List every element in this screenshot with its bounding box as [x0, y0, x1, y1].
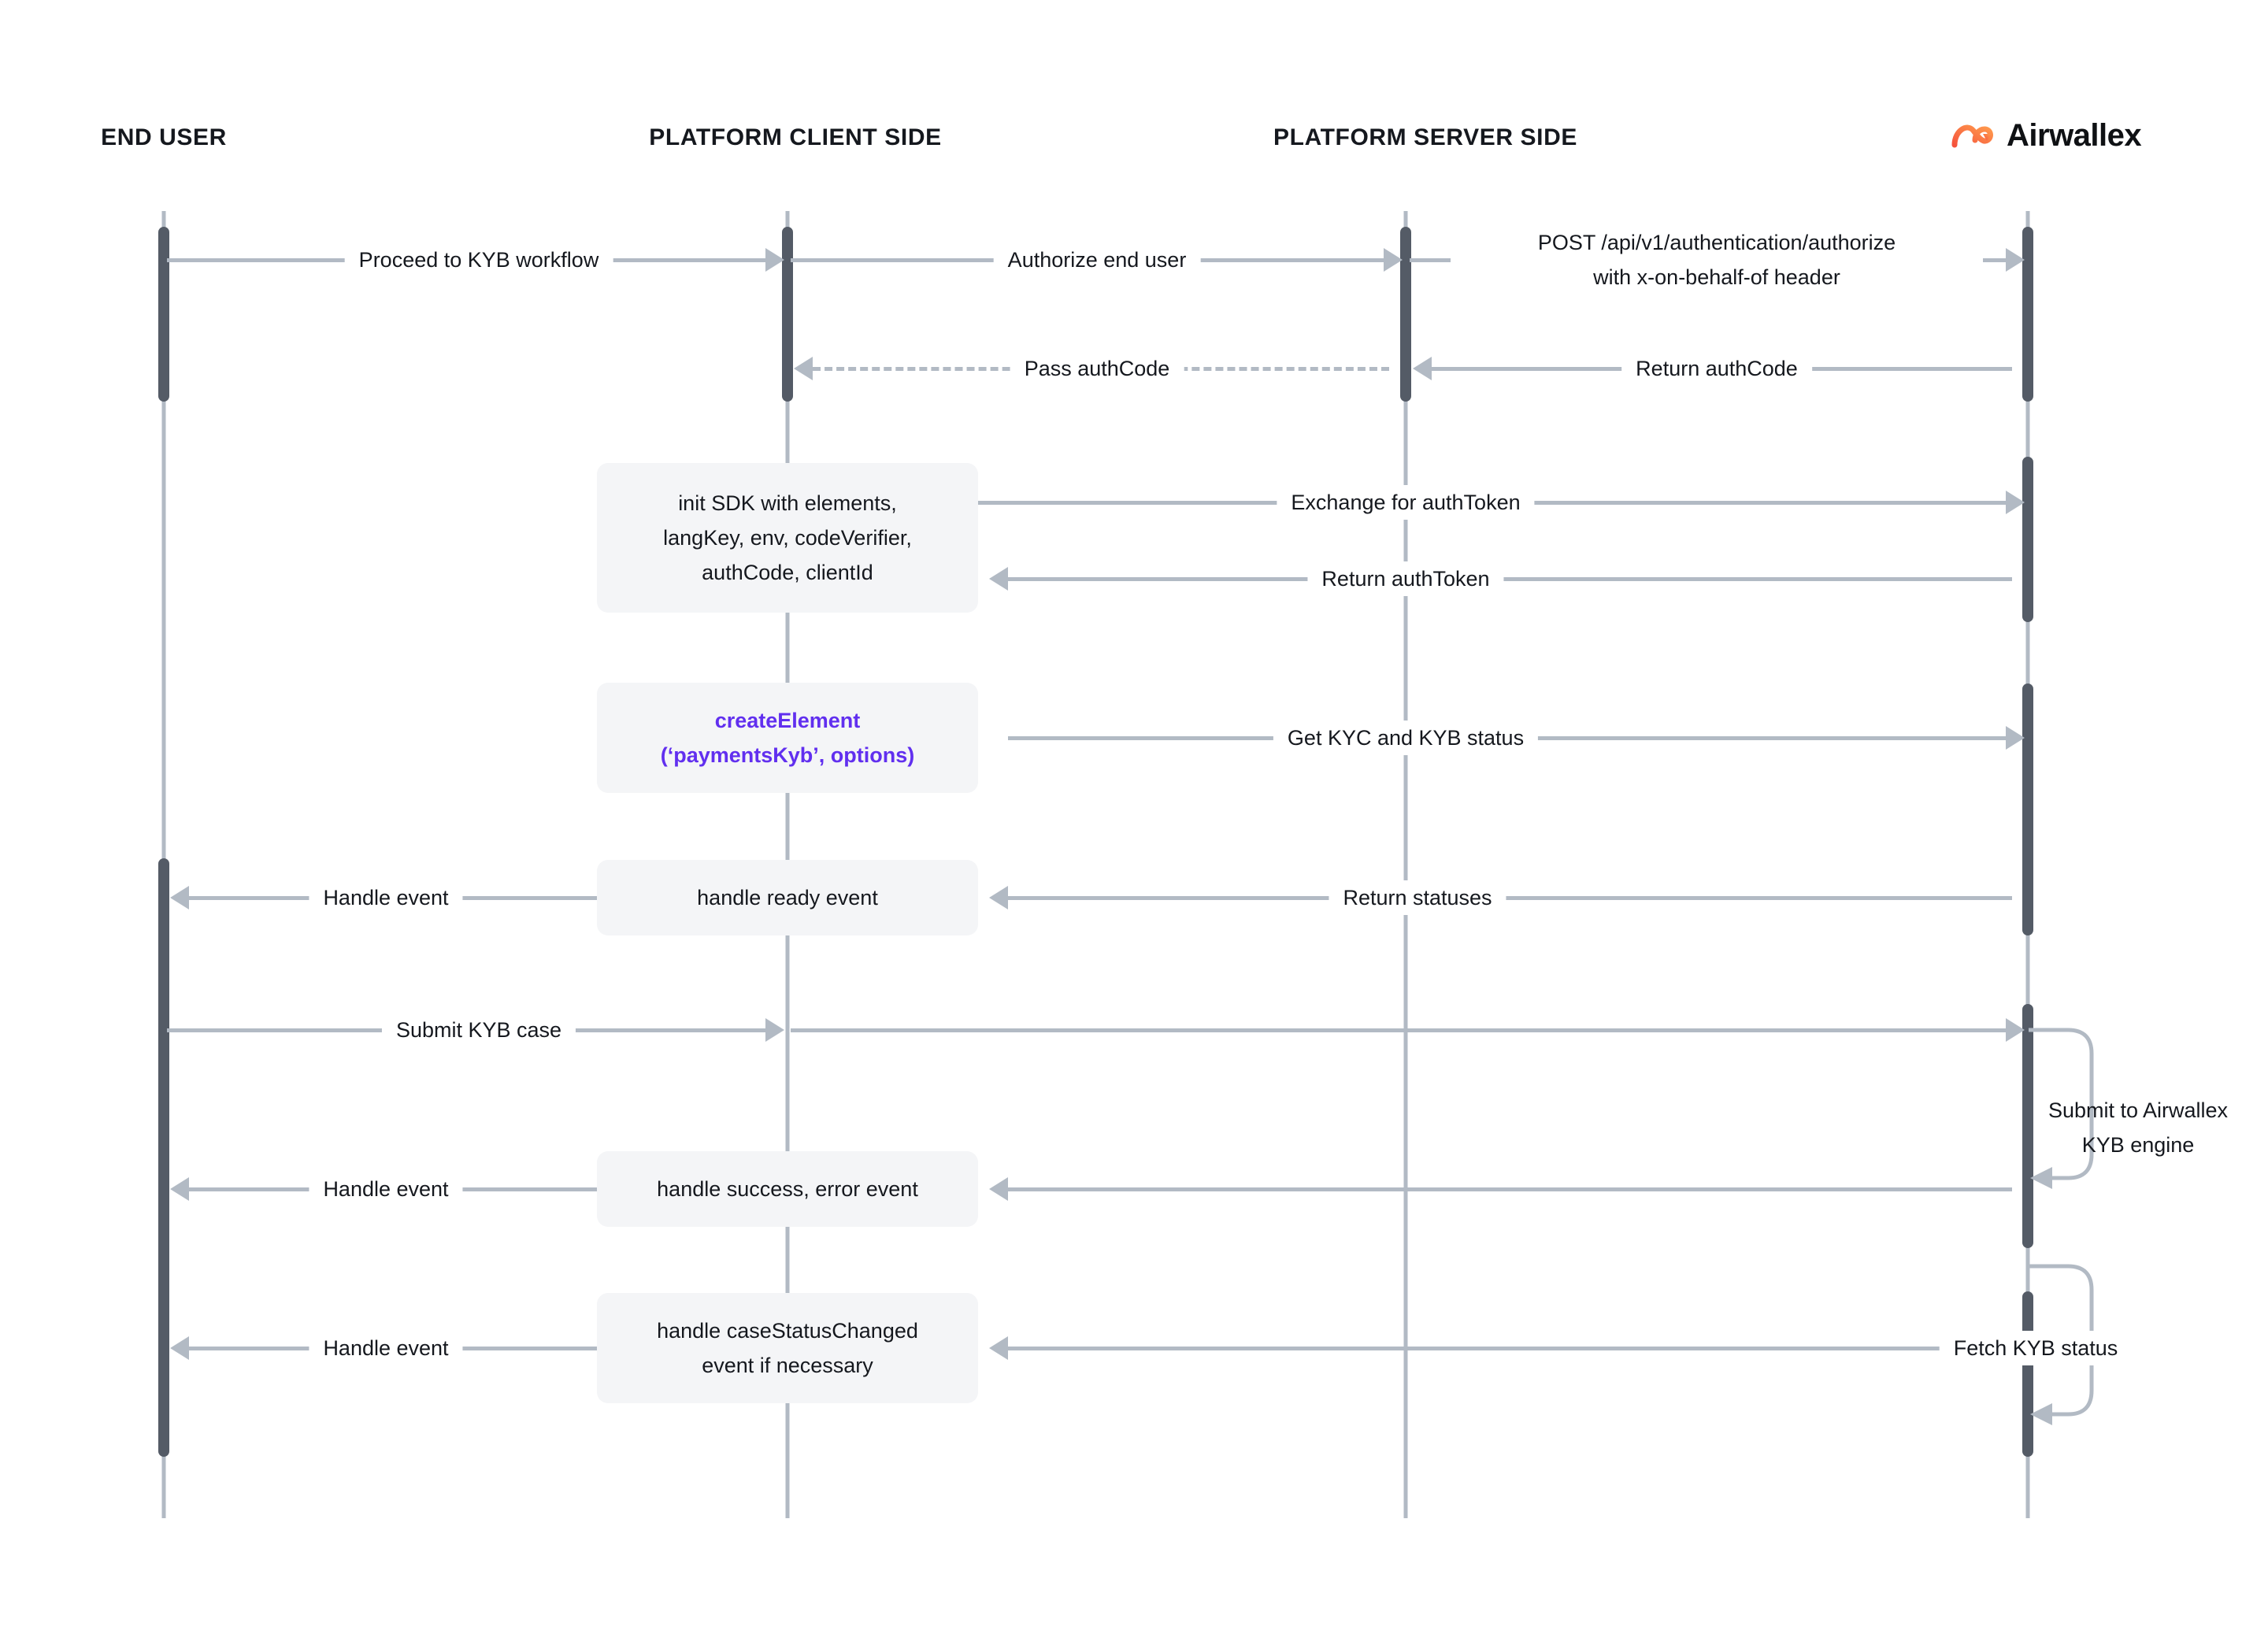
msg-label-submit-kyb-case: Submit KYB case	[381, 1013, 576, 1047]
msg-label-fetch-kyb-status: Fetch KYB status	[1939, 1331, 2133, 1365]
msg-line-return-authtoken	[1008, 577, 2012, 581]
note-init-sdk-line2: langKey, env, codeVerifier,	[663, 526, 912, 550]
arrow-head-return-authcode	[1413, 357, 1432, 380]
arrow-head-proceed-to-kyb	[765, 248, 784, 272]
msg-label-post-authorize: POST /api/v1/authentication/authorize wi…	[1451, 225, 1983, 295]
note-init-sdk-line3: authCode, clientId	[702, 561, 873, 584]
msg-label-proceed-to-kyb: Proceed to KYB workflow	[344, 243, 613, 277]
msg-line-fetch-kyb-status	[1008, 1347, 2012, 1350]
msg-line-handle-event-3	[189, 1347, 772, 1350]
note-init-sdk: init SDK with elements, langKey, env, co…	[597, 463, 978, 613]
note-create-element: createElement (‘paymentsKyb’, options)	[597, 683, 978, 793]
arrow-head-fetch-kyb-status	[989, 1336, 1008, 1360]
self-loop-submit-to-airwallex	[2029, 1028, 2094, 1189]
msg-line-handle-event-1	[189, 896, 772, 900]
msg-line-return-statuses	[1008, 896, 2012, 900]
arrow-head-post-authorize	[2006, 248, 2025, 272]
note-handle-ready-event-line1: handle ready event	[697, 886, 878, 909]
activation-platform-client-1	[782, 227, 793, 402]
msg-label-return-statuses: Return statuses	[1329, 880, 1506, 915]
airwallex-logo: Airwallex	[1951, 118, 2142, 153]
activation-platform-server-1	[1400, 227, 1411, 402]
arrow-head-success-error-return	[989, 1177, 1008, 1201]
arrow-head-return-authtoken	[989, 567, 1008, 591]
lane-header-platform-client: PLATFORM CLIENT SIDE	[649, 124, 942, 150]
lane-header-platform-server: PLATFORM SERVER SIDE	[1273, 124, 1577, 150]
activation-end-user-2	[158, 858, 169, 1457]
activation-airwallex-4	[2022, 1004, 2033, 1248]
activation-airwallex-1	[2022, 227, 2033, 402]
note-handle-success-error: handle success, error event	[597, 1151, 978, 1227]
msg-label-get-kyc-kyb-status: Get KYC and KYB status	[1273, 721, 1539, 755]
msg-label-handle-event-2: Handle event	[309, 1172, 463, 1206]
note-handle-ready-event: handle ready event	[597, 860, 978, 935]
note-handle-case-status-changed-line2: event if necessary	[702, 1354, 873, 1377]
arrow-head-authorize-end-user	[1384, 248, 1403, 272]
note-handle-case-status-changed: handle caseStatusChanged event if necess…	[597, 1293, 978, 1403]
msg-label-return-authtoken: Return authToken	[1307, 561, 1504, 596]
msg-line-success-error-return	[1008, 1187, 2012, 1191]
msg-label-return-authcode: Return authCode	[1621, 351, 1812, 386]
arrow-head-submit-kyb-case	[765, 1018, 784, 1042]
msg-label-post-authorize-line2: with x-on-behalf-of header	[1593, 265, 1840, 289]
msg-line-handle-event-2	[189, 1187, 772, 1191]
activation-end-user-1	[158, 227, 169, 402]
self-loop-label-line2: KYB engine	[2081, 1133, 2195, 1157]
self-loop-label-submit-to-airwallex: Submit to Airwallex KYB engine	[1990, 1093, 2268, 1162]
msg-label-handle-event-1: Handle event	[309, 880, 463, 915]
msg-label-pass-authcode: Pass authCode	[1010, 351, 1184, 386]
arrow-head-pass-authcode	[794, 357, 813, 380]
arrow-head-return-statuses	[989, 886, 1008, 909]
note-init-sdk-line1: init SDK with elements,	[678, 491, 897, 515]
note-handle-case-status-changed-line1: handle caseStatusChanged	[657, 1319, 918, 1343]
note-create-element-line1: createElement	[714, 709, 861, 732]
lifeline-platform-server	[1403, 211, 1408, 1518]
msg-label-post-authorize-line1: POST /api/v1/authentication/authorize	[1537, 231, 1896, 254]
lane-header-end-user: END USER	[101, 124, 227, 150]
note-create-element-line2: (‘paymentsKyb’, options)	[660, 743, 915, 767]
airwallex-logo-text: Airwallex	[2007, 118, 2142, 153]
arrow-head-handle-event-2	[170, 1177, 189, 1201]
arrow-head-handle-event-1	[170, 886, 189, 909]
msg-label-authorize-end-user: Authorize end user	[993, 243, 1201, 277]
arrow-head-exchange-authtoken	[2006, 491, 2025, 514]
msg-label-handle-event-3: Handle event	[309, 1331, 463, 1365]
arrow-head-handle-event-3	[170, 1336, 189, 1360]
self-loop-label-line1: Submit to Airwallex	[2048, 1098, 2229, 1122]
note-handle-success-error-line1: handle success, error event	[657, 1177, 918, 1201]
activation-airwallex-2	[2022, 457, 2033, 622]
arrow-head-get-kyc-kyb-status	[2006, 726, 2025, 750]
msg-line-submit-kyb-case-cont	[791, 1028, 2012, 1032]
msg-label-exchange-authtoken: Exchange for authToken	[1277, 485, 1535, 520]
airwallex-logo-mark	[1951, 124, 1993, 148]
activation-airwallex-3	[2022, 683, 2033, 935]
arrow-head-submit-kyb-case-2	[2006, 1018, 2025, 1042]
